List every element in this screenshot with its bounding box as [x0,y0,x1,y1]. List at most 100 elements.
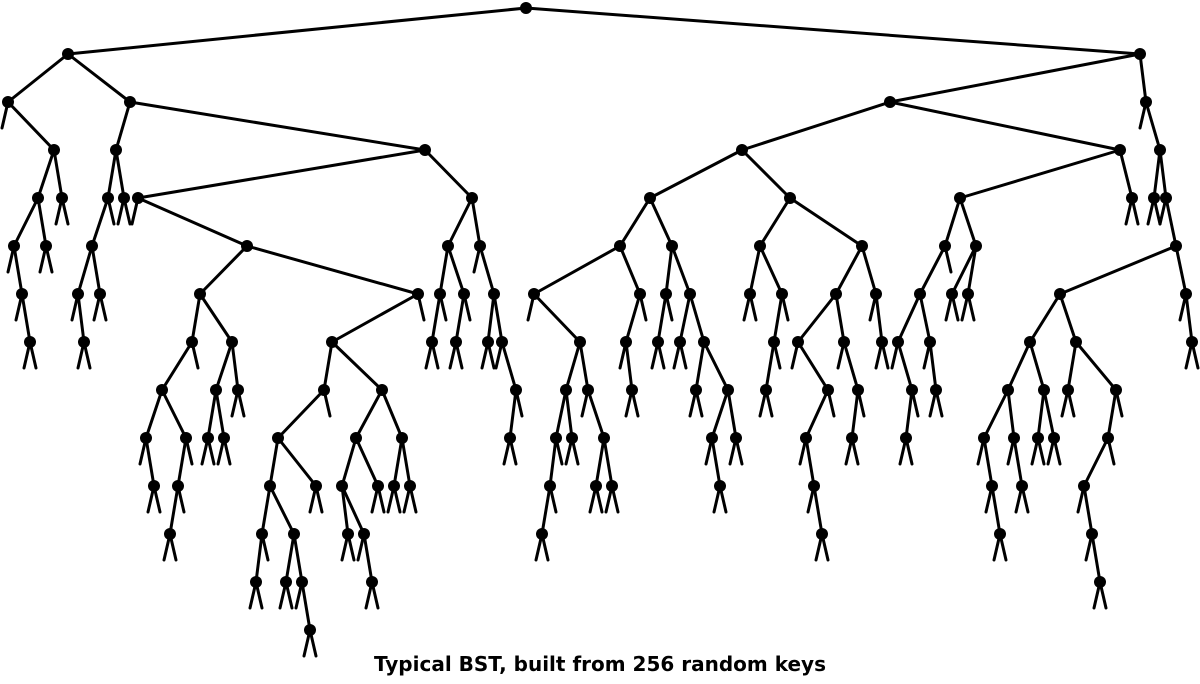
tree-edge [128,100,427,152]
tree-node [250,576,262,588]
tree-edge [198,244,249,296]
tree-node [226,336,238,348]
tree-edge [1174,244,1188,296]
tree-root-node [520,2,532,14]
tree-node [272,432,284,444]
tree-node [232,384,244,396]
tree-edge [492,292,504,344]
tree-node [1186,336,1198,348]
tree-edge [1082,436,1110,488]
tree-edge [276,388,326,440]
tree-edge [928,340,938,392]
tree-node [730,432,742,444]
tree-edge [176,436,188,488]
tree-edge [896,292,922,344]
tree-node [574,336,586,348]
tree-node [714,480,726,492]
tree-edge [958,148,1122,200]
tree-edge [532,244,622,296]
tree-node [536,528,548,540]
tree-edge [500,340,518,392]
tree-edge [982,388,1010,440]
tree-node [148,480,160,492]
tree-node [419,144,431,156]
tree-edge [1164,196,1178,248]
tree-edge [860,244,878,296]
tree-edge [90,244,102,296]
tree-node [304,624,316,636]
tree-node [852,384,864,396]
tree-edge [114,100,132,152]
tree-edge [1066,340,1078,392]
tree-node [1160,192,1172,204]
tree-edge [380,388,404,440]
tree-edge [354,436,380,488]
tree-edge [990,484,1002,536]
tree-edge [748,244,762,296]
tree-node [892,336,904,348]
tree-edge [214,388,226,440]
tree-edge [136,148,427,200]
tree-node [884,96,896,108]
tree-node [1086,528,1098,540]
tree-edge [1036,388,1046,440]
tree-node [2,96,14,108]
tree-node [914,288,926,300]
tree-edge [423,148,474,200]
tree-node [906,384,918,396]
tree-edge [478,244,496,296]
tree-edge [648,148,744,200]
tree-node [846,432,858,444]
tree-node [684,288,696,300]
tree-edge [190,292,202,344]
tree-edge [446,196,474,248]
tree-node [450,336,462,348]
tree-node [156,384,168,396]
tree-node [986,480,998,492]
tree-node [474,240,486,252]
tree-edge [20,292,32,344]
tree-edge [66,6,528,56]
tree-edge [740,100,892,152]
tree-node [994,528,1006,540]
tree-node [744,288,756,300]
tree-edge [6,52,70,104]
tree-edge [1090,532,1102,584]
tree-node [396,432,408,444]
tree-edge [670,244,692,296]
tree-edge [710,388,730,440]
tree-node [1062,384,1074,396]
tree-node [296,576,308,588]
tree-node [218,432,230,444]
tree-edges [6,6,1194,632]
tree-edge [788,196,864,248]
tree-node [504,432,516,444]
tree-node [1180,288,1192,300]
tree-edge [758,244,784,296]
tree-edge [904,388,914,440]
tree-node [606,480,618,492]
tree-edge [874,292,884,344]
tree-node [1078,480,1090,492]
tree-edge [950,244,978,296]
tree-node [666,240,678,252]
tree-node [706,432,718,444]
tree-edge [454,292,466,344]
tree-node [816,528,828,540]
tree-edge [1106,388,1118,440]
tree-edge [354,388,384,440]
tree-edge [578,340,590,392]
tree-node [1008,432,1020,444]
tree-node [140,432,152,444]
tree-node [1038,384,1050,396]
tree-node [1170,240,1182,252]
tree-edge [804,388,830,440]
tree-edge [796,292,838,344]
tree-edge [340,436,358,488]
tree-edge [982,436,994,488]
tree-node [1126,192,1138,204]
tree-node [736,144,748,156]
tree-edge [76,244,94,296]
tree-node [1024,336,1036,348]
tree-edge [618,244,642,296]
